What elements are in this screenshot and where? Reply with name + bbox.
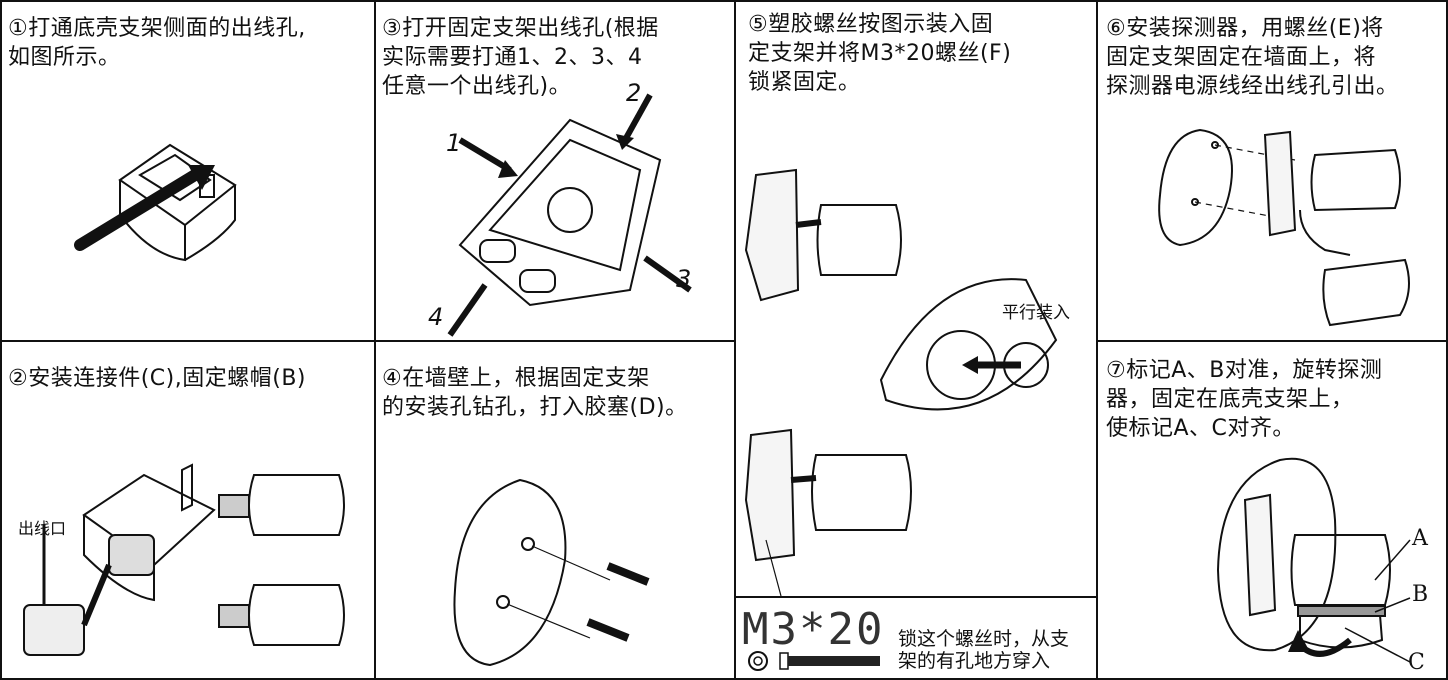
step-7-illustration — [1216, 457, 1411, 663]
arrow-icon — [643, 255, 692, 293]
step-4-illustration — [453, 478, 650, 667]
screw-drawing — [748, 651, 880, 671]
step-5-illustration — [744, 168, 1058, 596]
arrow-icon — [622, 93, 653, 142]
border-bottom — [0, 678, 1448, 680]
parallel-label: 平行装入 — [1002, 303, 1070, 323]
arrow-icon — [447, 283, 488, 337]
hole-1-label: 1 — [446, 129, 462, 157]
screw-note: 锁这个螺丝时，从支 架的有孔地方穿入 — [898, 628, 1070, 672]
screw-icon — [586, 618, 630, 642]
border-top — [0, 0, 1448, 2]
mark-a-label: A — [1412, 526, 1428, 551]
mark-c-label: C — [1408, 650, 1425, 675]
hole-3-label: 3 — [676, 265, 692, 293]
step-2-text: ②安装连接件(C),固定螺帽(B) — [8, 366, 307, 391]
step-5-text: ⑤塑胶螺丝按图示装入固 定支架并将M3*20螺丝(F) 锁紧固定。 — [748, 12, 1012, 95]
step-7-text: ⑦标记A、B对准，旋转探测 器，固定在底壳支架上， 使标记A、C对齐。 — [1106, 358, 1383, 441]
arrow-icon — [74, 169, 201, 251]
divider-h-left — [0, 340, 736, 342]
cable-outlet-label: 出线口 — [18, 519, 67, 538]
screw-icon — [788, 656, 880, 666]
screw-size: M3*20 — [742, 604, 885, 655]
divider-h-right — [1096, 340, 1448, 342]
step-4-text: ④在墙壁上，根据固定支架 的安装孔钻孔，打入胶塞(D)。 — [382, 366, 688, 420]
step-6-illustration — [1158, 128, 1410, 327]
step-6-text: ⑥安装探测器，用螺丝(E)将 固定支架固定在墙面上，将 探测器电源线经出线孔引出… — [1106, 16, 1399, 99]
step-3-illustration — [447, 93, 692, 337]
screw-icon — [606, 562, 650, 586]
step-2-illustration — [23, 463, 345, 656]
step-3-text: ③打开固定支架出线孔(根据 实际需要打通1、2、3、4 任意一个出线孔)。 — [382, 16, 659, 99]
hole-4-label: 4 — [428, 303, 444, 331]
step-1-text: ①打通底壳支架侧面的出线孔, 如图所示。 — [8, 16, 306, 70]
divider-h-screw — [734, 596, 1096, 598]
hole-2-label: 2 — [626, 79, 642, 107]
step-1-illustration — [74, 143, 237, 262]
mark-b-label: B — [1412, 582, 1429, 607]
arrow-icon — [458, 137, 512, 173]
